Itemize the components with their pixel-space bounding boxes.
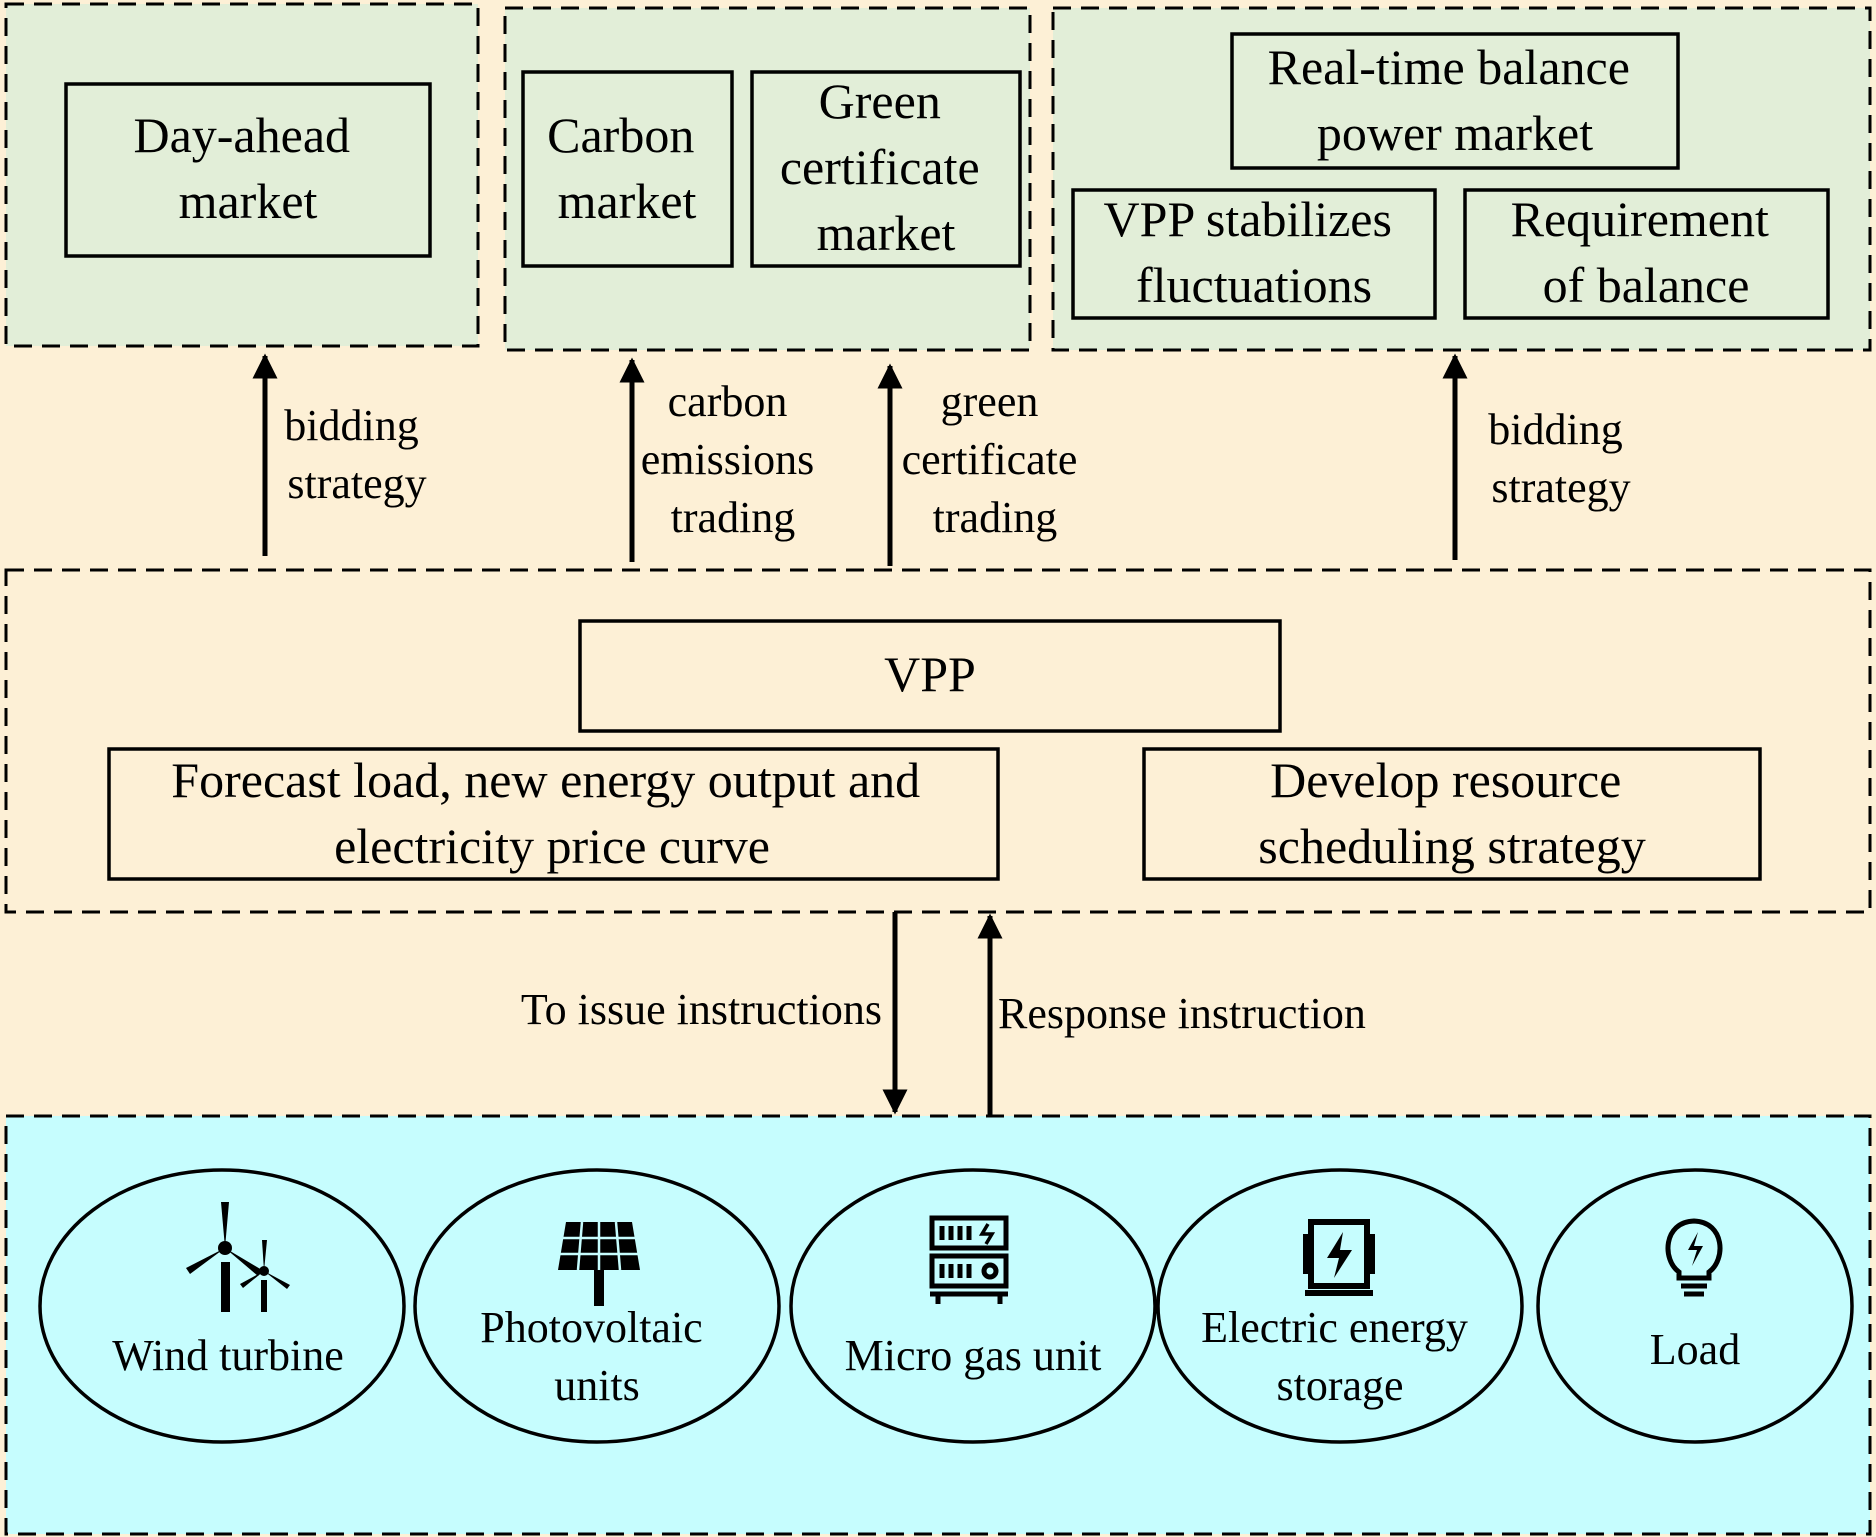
carbon-line1: Carbon [547,107,694,163]
arrow-response-instruction: Response instruction [977,913,1366,1116]
response-instruction-label: Response instruction [998,989,1366,1038]
carbon-line2: market [558,173,697,229]
green-certificate-market-box: Green certificate market [780,73,992,261]
bidding-left-label: bidding strategy [284,401,429,508]
real-time-panel: Real-time balance power market VPP stabi… [1051,6,1872,352]
real-time-line1: Real-time balance [1268,39,1630,95]
carbon-green-panel: Carbon market Green certificate market [503,6,1032,352]
green-line3: market [817,205,956,261]
arrow-bidding-right: bidding strategy [1442,353,1633,560]
lightbulb-icon [1665,1218,1723,1297]
micro-gas-label: Micro gas unit [845,1331,1102,1380]
real-time-market-box: Real-time balance power market [1268,39,1643,161]
bidding-right-label: bidding strategy [1488,405,1633,512]
requirement-line1: Requirement [1511,191,1769,247]
resource-load: Load [1536,1168,1854,1444]
arrow-green-trading: green certificate trading [877,363,1089,566]
arrow-bidding-left: bidding strategy [252,353,429,556]
green-line1: Green [819,73,941,129]
wind-turbine-icon [186,1202,290,1312]
photovoltaic-label: Photovoltaic units [480,1303,713,1410]
solar-panel-icon [558,1221,640,1306]
battery-storage-icon [1303,1219,1375,1296]
wind-turbine-label: Wind turbine [112,1331,344,1380]
resource-micro-gas: Micro gas unit [789,1168,1157,1444]
green-line2: certificate [780,139,980,195]
requirement-line2: of balance [1543,257,1750,313]
real-time-line2: power market [1317,105,1593,161]
vpp-stabilizes-box: VPP stabilizes fluctuations [1104,191,1405,313]
carbon-market-box: Carbon market [547,107,707,229]
day-ahead-panel: Day-ahead market [4,2,480,348]
stabilizes-line1: VPP stabilizes [1104,191,1392,247]
gas-unit-icon [929,1215,1009,1304]
load-label: Load [1650,1325,1740,1374]
arrow-issue-instructions: To issue instructions [521,912,908,1115]
stabilizes-line2: fluctuations [1136,257,1372,313]
day-ahead-line2: market [179,173,318,229]
resource-energy-storage: Electric energy storage [1156,1168,1524,1444]
arrow-carbon-trading: carbon emissions trading [619,357,826,562]
issue-instructions-label: To issue instructions [521,985,882,1034]
day-ahead-line1: Day-ahead [133,107,350,163]
vpp-panel: VPP Forecast load, new energy output and… [4,568,1872,914]
energy-storage-label: Electric energy storage [1201,1303,1479,1410]
resource-wind-turbine: Wind turbine [38,1168,406,1444]
day-ahead-market-box: Day-ahead market [133,107,362,229]
forecast-box: Forecast load, new energy output and ele… [171,752,932,874]
resource-panel: Wind turbine Photovoltaic units [4,1114,1872,1536]
resource-photovoltaic: Photovoltaic units [413,1168,781,1444]
green-trading-label: green certificate trading [902,377,1089,542]
requirement-balance-box: Requirement of balance [1511,191,1782,313]
carbon-trading-label: carbon emissions trading [641,377,826,542]
vpp-title: VPP [884,646,976,702]
scheduling-box: Develop resource scheduling strategy [1258,752,1645,874]
